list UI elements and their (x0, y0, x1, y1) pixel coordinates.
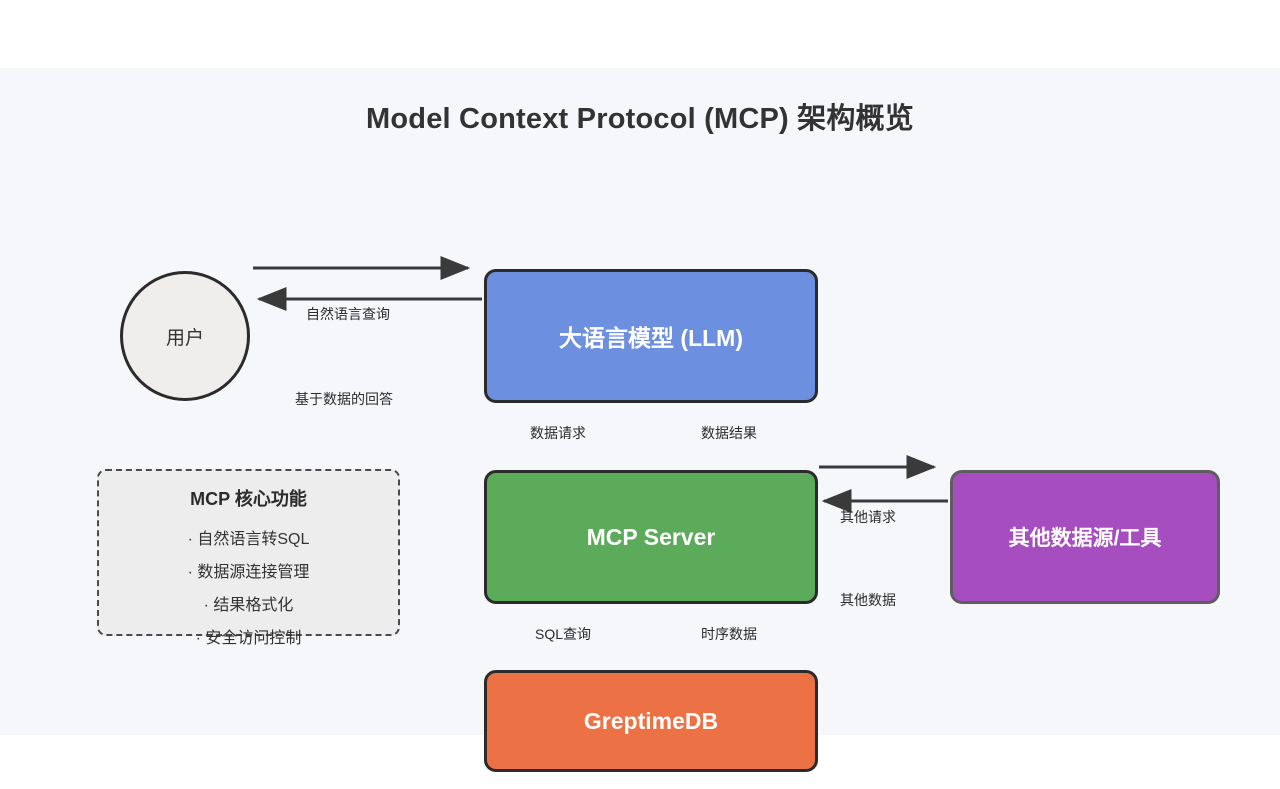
mcp-core-features-title: MCP 核心功能 (190, 489, 307, 509)
mcp-core-feature-item: · 结果格式化 (203, 597, 294, 614)
node-mcp-server[interactable]: MCP Server (484, 470, 818, 604)
mcp-core-features-box (97, 469, 400, 636)
node-llm-label: 大语言模型 (LLM) (559, 325, 743, 351)
node-other-sources[interactable]: 其他数据源/工具 (950, 470, 1220, 604)
mcp-core-features-content: MCP 核心功能 · 自然语言转SQL · 数据源连接管理 · 结果格式化 · … (97, 469, 400, 655)
page-title: Model Context Protocol (MCP) 架构概览 (366, 103, 914, 135)
edge-label-mcp-to-db: SQL查询 (535, 626, 592, 642)
edge-label-mcp-to-other: 其他请求 (840, 509, 896, 525)
mcp-core-feature-item: · 自然语言转SQL (187, 531, 310, 548)
node-llm[interactable]: 大语言模型 (LLM) (484, 269, 818, 403)
edge-label-user-to-llm: 自然语言查询 (306, 306, 390, 322)
edge-label-mcp-to-llm: 数据结果 (701, 425, 757, 441)
diagram-canvas: Model Context Protocol (MCP) 架构概览 (0, 68, 1280, 772)
node-mcp-server-label: MCP Server (586, 523, 716, 550)
node-user-label: 用户 (165, 327, 204, 349)
edge-label-other-to-mcp: 其他数据 (840, 592, 896, 608)
edge-label-db-to-mcp: 时序数据 (701, 626, 757, 642)
mcp-core-feature-item: · 安全访问控制 (195, 630, 302, 647)
node-greptimedb[interactable]: GreptimeDB (484, 670, 818, 772)
mcp-core-feature-item: · 数据源连接管理 (187, 564, 310, 581)
node-user[interactable]: 用户 (120, 271, 250, 401)
node-other-sources-label: 其他数据源/工具 (1008, 527, 1162, 550)
edge-label-llm-to-mcp: 数据请求 (530, 425, 586, 441)
node-greptimedb-label: GreptimeDB (583, 707, 719, 734)
edge-label-llm-to-user: 基于数据的回答 (295, 391, 393, 407)
